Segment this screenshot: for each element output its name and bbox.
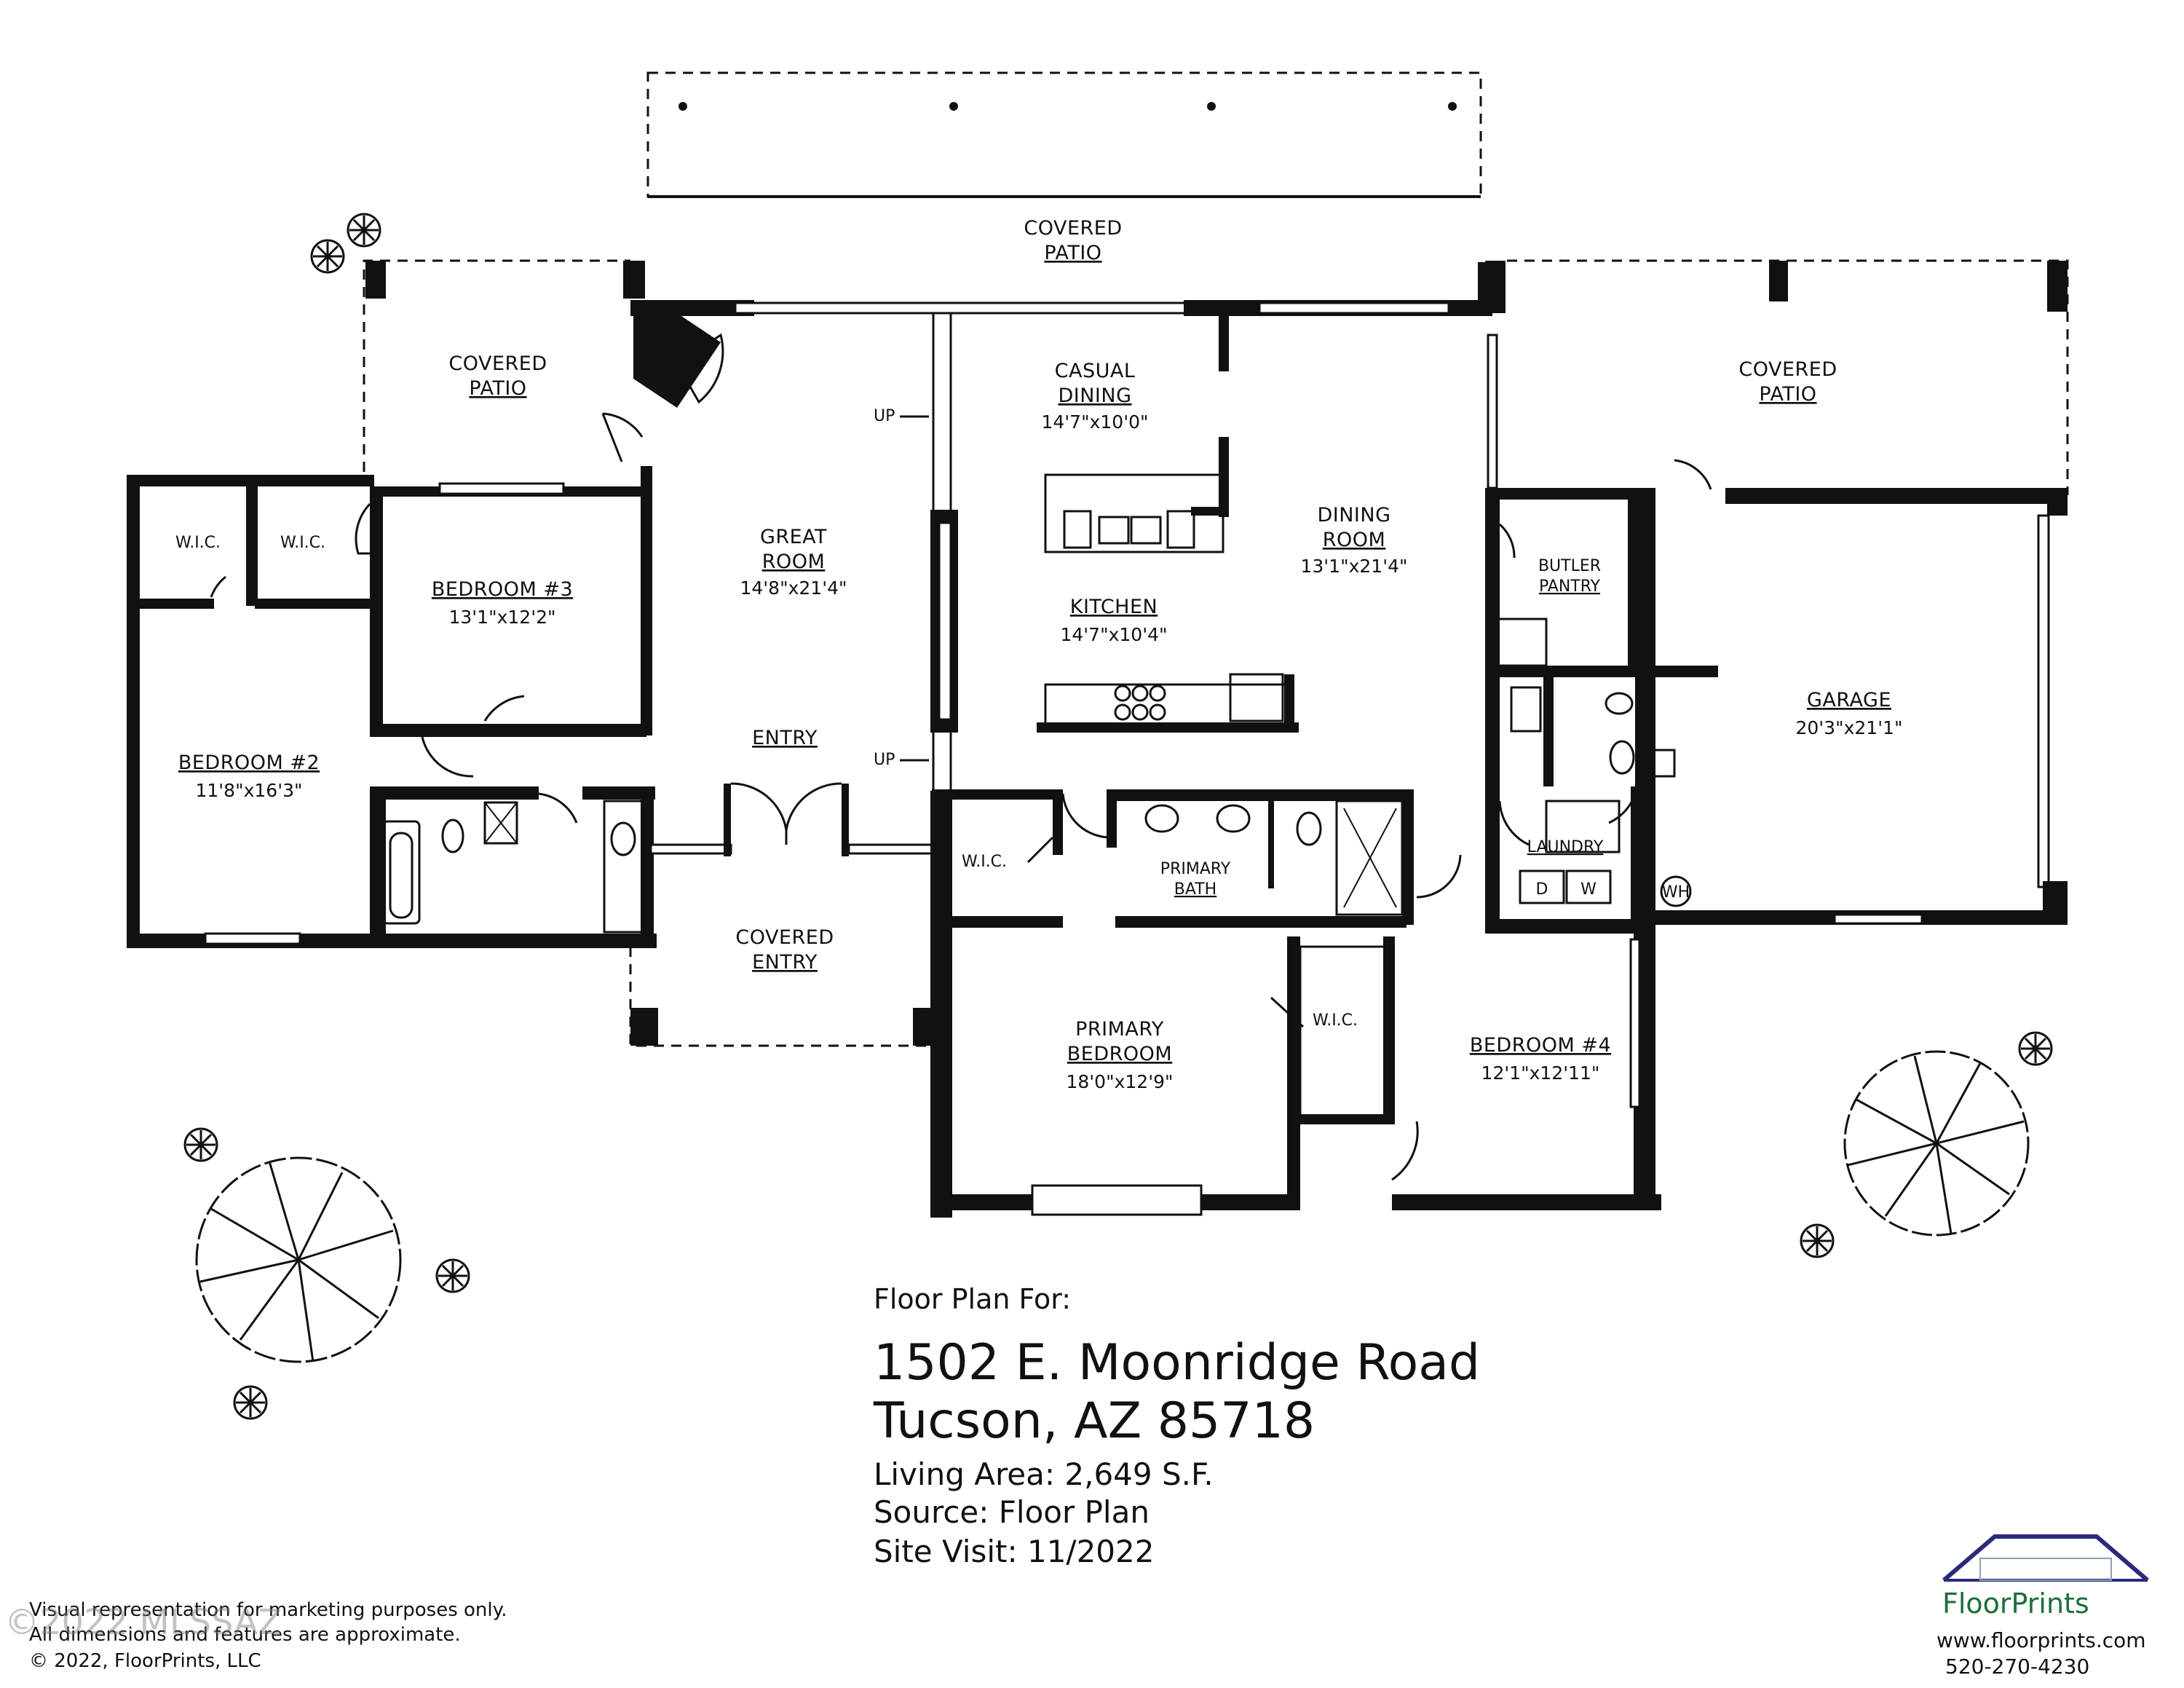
- covered-patio-right-label-1: COVERED: [1738, 358, 1837, 381]
- primary-bath-label-2: BATH: [1174, 880, 1216, 899]
- floorprints-url[interactable]: www.floorprints.com: [1936, 1628, 2146, 1652]
- dining-room-dimensions: 13'1"x21'4": [1301, 556, 1408, 577]
- landscape-shrubs: [183, 213, 2053, 1420]
- bedroom2-dimensions: 11'8"x16'3": [196, 780, 303, 801]
- walls: [127, 262, 2068, 1218]
- casual-dining-label-1: CASUAL: [1055, 360, 1136, 382]
- primary-bath-label-1: PRIMARY: [1160, 860, 1231, 878]
- water-heater-label: WH: [1662, 883, 1690, 902]
- butler-pantry-label-1: BUTLER: [1538, 557, 1601, 575]
- covered-patio-top-label-2: PATIO: [1044, 242, 1101, 264]
- laundry-label: LAUNDRY: [1527, 838, 1604, 856]
- casual-dining-dimensions: 14'7"x10'0": [1042, 411, 1149, 433]
- butler-pantry-label-2: PANTRY: [1539, 577, 1601, 596]
- tree-right: [1843, 1050, 2030, 1237]
- shrub-3: [183, 1127, 218, 1162]
- dryer-label: D: [1536, 880, 1548, 899]
- floor-plan-label: Floor Plan For:: [874, 1283, 1072, 1315]
- stairs-up-label-1: UP: [874, 407, 895, 425]
- living-area: Living Area: 2,649 S.F.: [874, 1456, 1214, 1492]
- shrub-4: [435, 1258, 470, 1293]
- address-line1: 1502 E. Moonridge Road: [874, 1334, 1481, 1392]
- bedroom3-dimensions: 13'1"x12'2": [449, 607, 556, 628]
- covered-patio-top-label-1: COVERED: [1024, 217, 1122, 240]
- bedroom4-dimensions: 12'1"x12'11": [1481, 1062, 1600, 1084]
- kitchen-label: KITCHEN: [1070, 596, 1158, 618]
- mls-watermark: ©2022 MLSSAZ: [4, 1602, 282, 1643]
- bedroom3-label: BEDROOM #3: [432, 578, 573, 601]
- source: Source: Floor Plan: [874, 1494, 1150, 1530]
- covered-entry-label-1: COVERED: [735, 926, 834, 949]
- great-room-label-1: GREAT: [760, 526, 827, 548]
- wic-label-2: W.I.C.: [280, 534, 325, 552]
- address-line2: Tucson, AZ 85718: [874, 1392, 1315, 1450]
- covered-entry-label-2: ENTRY: [752, 951, 818, 974]
- primary-bedroom-label-1: PRIMARY: [1075, 1018, 1164, 1041]
- garage-dimensions: 20'3"x21'1": [1796, 717, 1903, 738]
- fixtures: [381, 510, 1692, 934]
- floorprints-logo-text: FloorPrints: [1942, 1588, 2089, 1620]
- floorprints-logo-icon: [1942, 1534, 2149, 1582]
- shrub-7: [1800, 1223, 1835, 1258]
- primary-bedroom-dimensions: 18'0"x12'9": [1067, 1071, 1174, 1092]
- floorprints-phone: 520-270-4230: [1945, 1655, 2090, 1679]
- wic-label-4: W.I.C.: [1313, 1011, 1358, 1030]
- covered-patio-left-label-1: COVERED: [448, 352, 547, 375]
- left-covered-patio-outline: [363, 259, 645, 472]
- bedroom2-label: BEDROOM #2: [178, 752, 320, 774]
- entry-label: ENTRY: [752, 727, 818, 749]
- wic-label-3: W.I.C.: [962, 853, 1007, 871]
- shrub-6: [2018, 1031, 2053, 1066]
- casual-dining-label-2: DINING: [1058, 384, 1131, 407]
- covered-entry-outline: [629, 947, 932, 1047]
- dining-room-label-1: DINING: [1317, 504, 1390, 526]
- great-room-dimensions: 14'8"x21'4": [740, 577, 847, 599]
- room-labels: COVERED PATIO COVERED PATIO COVERED PATI…: [175, 217, 1903, 1092]
- covered-patio-left-label-2: PATIO: [469, 377, 526, 400]
- primary-bedroom-label-2: BEDROOM: [1067, 1043, 1172, 1065]
- bedroom4-label: BEDROOM #4: [1470, 1034, 1611, 1057]
- dining-room-label-2: ROOM: [1323, 529, 1386, 551]
- doors: [210, 333, 1712, 1181]
- site-visit: Site Visit: 11/2022: [874, 1534, 1155, 1569]
- stairs-up-label-2: UP: [874, 751, 895, 769]
- tree-left: [195, 1156, 402, 1363]
- garage-label: GARAGE: [1807, 689, 1891, 711]
- wic-label-1: W.I.C.: [175, 534, 221, 552]
- covered-patio-right-label-2: PATIO: [1759, 383, 1816, 406]
- great-room-label-2: ROOM: [762, 551, 826, 573]
- top-covered-patio-outline: [646, 71, 1482, 198]
- copyright: © 2022, FloorPrints, LLC: [29, 1650, 261, 1672]
- washer-label: W: [1580, 880, 1597, 899]
- disclaimer-line2: All dimensions and features are approxim…: [29, 1624, 461, 1646]
- shrub-5: [233, 1385, 268, 1420]
- kitchen-dimensions: 14'7"x10'4": [1061, 624, 1168, 645]
- shrub-1: [347, 213, 381, 248]
- disclaimer-line1: Visual representation for marketing purp…: [29, 1599, 507, 1621]
- shrub-2: [310, 239, 345, 274]
